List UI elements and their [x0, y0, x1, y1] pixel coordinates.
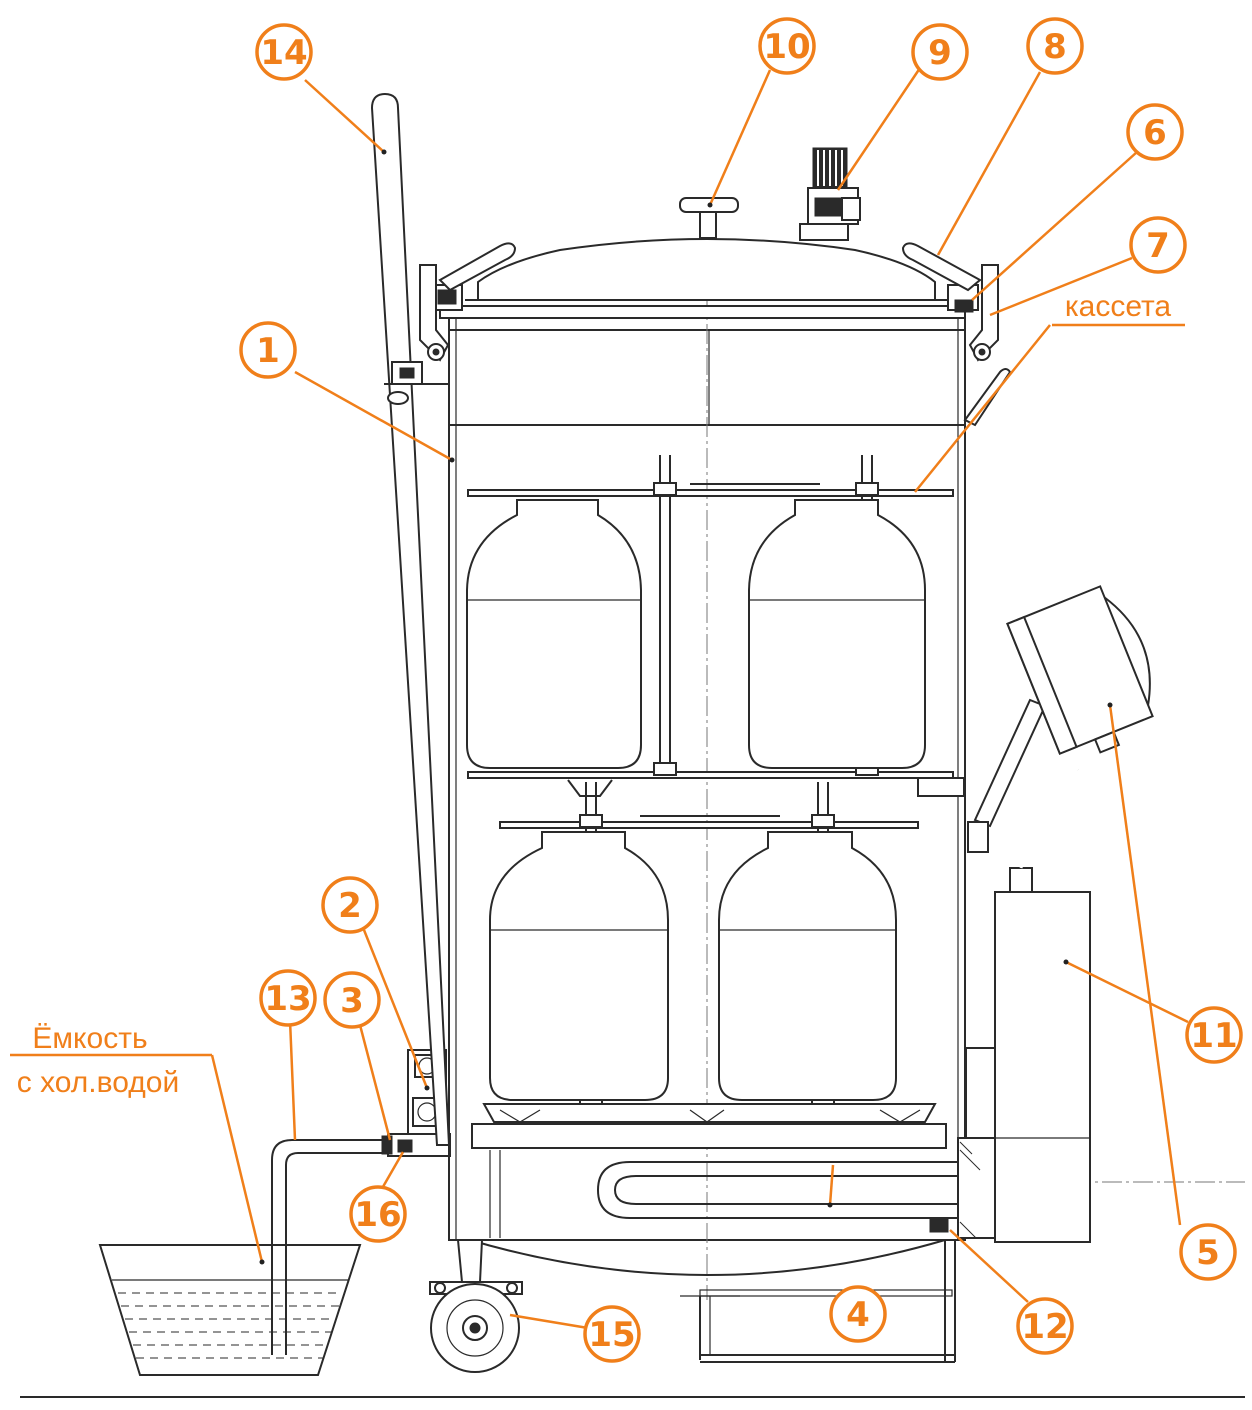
vessel-body	[448, 200, 966, 1363]
instrument-gauge	[967, 585, 1154, 853]
svg-text:14: 14	[260, 33, 307, 73]
svg-text:16: 16	[354, 1195, 401, 1235]
leader-lines	[10, 67, 1189, 1330]
callout-12: 12	[1016, 1297, 1074, 1355]
callout-6: 6	[1126, 103, 1184, 161]
svg-text:15: 15	[588, 1315, 635, 1355]
cassette-upper	[466, 455, 965, 797]
callout-13: 13	[259, 969, 317, 1027]
callout-4: 4	[829, 1285, 887, 1343]
svg-text:13: 13	[264, 979, 311, 1019]
svg-text:5: 5	[1196, 1233, 1220, 1273]
lever-handle	[370, 92, 451, 1146]
control-box	[994, 769, 1091, 1243]
callout-10: 10	[758, 17, 816, 75]
callout-5: 5	[1179, 1223, 1237, 1281]
container-label-line2: с хол.водой	[17, 1066, 179, 1099]
callout-9: 9	[911, 23, 969, 81]
callout-8: 8	[1026, 17, 1084, 75]
svg-text:10: 10	[763, 27, 810, 67]
vessel-lid	[419, 238, 1012, 427]
safety-valve	[799, 147, 861, 241]
svg-text:1: 1	[256, 331, 280, 371]
svg-text:8: 8	[1043, 27, 1067, 67]
callout-11: 11	[1185, 1006, 1243, 1064]
callout-7: 7	[1129, 216, 1187, 274]
container-label-line1: Ёмкость	[32, 1022, 147, 1055]
callout-1: 1	[239, 321, 297, 379]
svg-text:2: 2	[338, 886, 362, 926]
caster-wheel	[429, 1239, 523, 1373]
svg-text:4: 4	[846, 1295, 870, 1335]
cassette-label: кассета	[1065, 290, 1172, 323]
callout-14: 14	[255, 23, 313, 81]
svg-text:6: 6	[1143, 113, 1167, 153]
svg-text:9: 9	[928, 33, 952, 73]
cold-water-container	[98, 1244, 362, 1376]
cassette-lower	[471, 782, 947, 1149]
leader-dots	[259, 149, 1113, 1265]
svg-text:7: 7	[1146, 226, 1170, 266]
svg-text:11: 11	[1190, 1016, 1237, 1056]
svg-text:3: 3	[340, 981, 364, 1021]
callout-15: 15	[583, 1305, 641, 1363]
drain-hose	[271, 1139, 392, 1355]
callout-3: 3	[323, 971, 381, 1029]
callout-2: 2	[321, 876, 379, 934]
callout-16: 16	[349, 1185, 407, 1243]
svg-text:12: 12	[1021, 1307, 1068, 1347]
lid-knob	[679, 197, 739, 239]
